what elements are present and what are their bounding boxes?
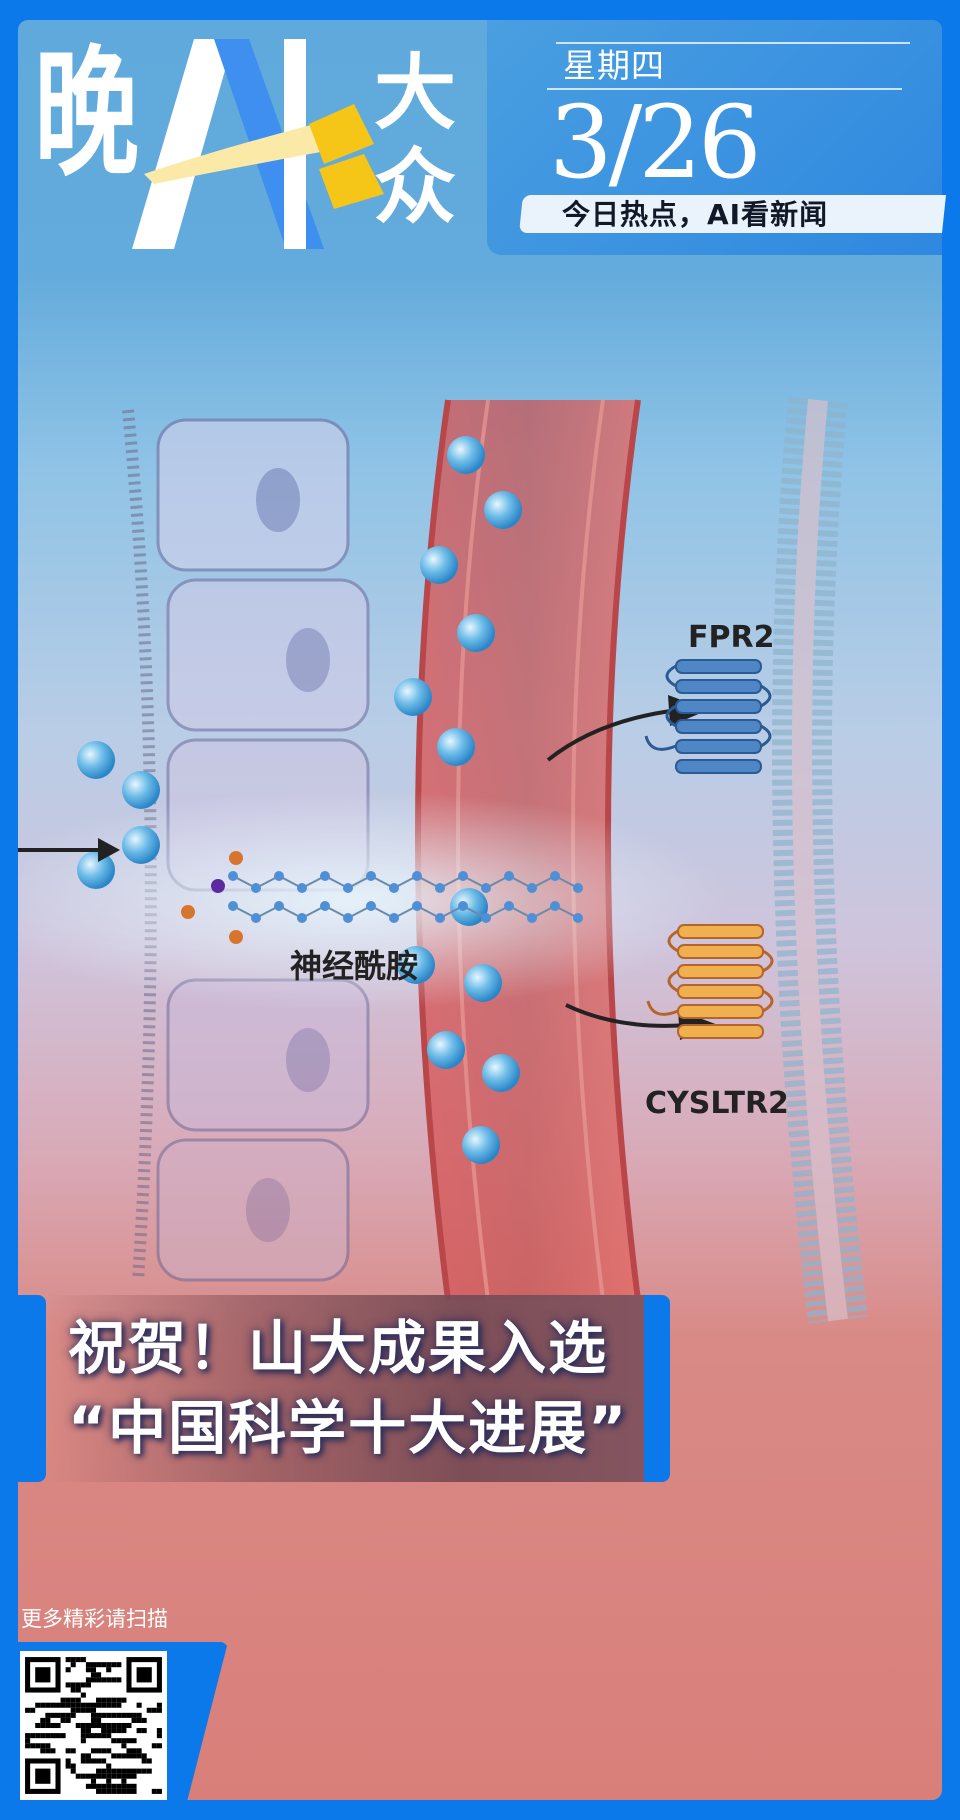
particle — [122, 826, 160, 864]
headline-line-2: “中国科学十大进展” — [68, 1394, 629, 1462]
particle — [397, 946, 435, 984]
particle — [77, 851, 115, 889]
atom — [458, 901, 468, 911]
atom — [229, 851, 243, 865]
particle — [457, 614, 495, 652]
particle — [122, 771, 160, 809]
helix — [677, 984, 764, 999]
divider-top — [556, 42, 910, 44]
ceramide-molecule — [181, 851, 583, 944]
helix — [675, 679, 762, 694]
helix — [677, 1024, 764, 1039]
atom — [389, 883, 399, 893]
headline-accent-right — [644, 1295, 670, 1482]
atom — [527, 913, 537, 923]
tagline: 今日热点，AI看新闻 — [562, 198, 829, 231]
atom — [181, 905, 195, 919]
helix — [675, 719, 762, 734]
atom — [297, 883, 307, 893]
atom — [228, 871, 238, 881]
atom — [412, 901, 422, 911]
atom — [297, 913, 307, 923]
helix — [675, 659, 762, 674]
helix — [675, 699, 762, 714]
helix — [677, 944, 764, 959]
logo-char-wan: 晚 — [34, 32, 140, 196]
atom — [389, 913, 399, 923]
atom — [458, 871, 468, 881]
date: 3/26 — [549, 84, 762, 201]
particle — [420, 546, 458, 584]
helix — [677, 964, 764, 979]
headline-box[interactable]: 祝贺！山大成果入选 “中国科学十大进展” — [0, 1295, 670, 1482]
atom — [229, 930, 243, 944]
helix — [677, 924, 764, 939]
headline-background — [46, 1295, 644, 1482]
fpr2-receptor — [644, 659, 772, 774]
helix — [675, 739, 762, 754]
atom — [550, 901, 560, 911]
logo-ai-mark — [132, 39, 384, 249]
atom — [435, 883, 445, 893]
atom — [527, 883, 537, 893]
particle — [77, 741, 115, 779]
atom — [343, 883, 353, 893]
cysltr2-receptor — [646, 924, 774, 1039]
headline-line-1: 祝贺！山大成果入选 — [68, 1314, 609, 1382]
atom — [274, 901, 284, 911]
atom — [412, 871, 422, 881]
atom — [274, 871, 284, 881]
divider-mid — [547, 88, 902, 90]
particle — [462, 1126, 500, 1164]
particles — [77, 436, 522, 1164]
ceramide-label: 神经酰胺 — [290, 947, 419, 985]
science-illustration — [18, 397, 868, 1324]
logo: 晚 大 众 — [34, 34, 479, 252]
logo-char-da: 大 — [374, 45, 457, 141]
atom — [320, 901, 330, 911]
particle — [464, 964, 502, 1002]
logo-char-zhong: 众 — [374, 139, 457, 235]
atom — [550, 871, 560, 881]
weekday: 星期四 — [563, 46, 665, 85]
epithelial-cells — [122, 409, 370, 1282]
particle — [447, 436, 485, 474]
atom — [435, 913, 445, 923]
glow-band — [18, 790, 728, 1010]
particle — [450, 888, 488, 926]
content-panel: FPR2 CYSLTR2 神经酰胺 — [18, 20, 942, 1800]
atom — [573, 883, 583, 893]
atom — [366, 871, 376, 881]
particle — [484, 491, 522, 529]
headline-accent-left — [0, 1295, 46, 1482]
atom — [251, 913, 261, 923]
atom — [504, 871, 514, 881]
atom — [228, 901, 238, 911]
particle — [427, 1031, 465, 1069]
particle — [394, 678, 432, 716]
helix — [675, 759, 762, 774]
particle — [437, 728, 475, 766]
qr-code-pattern — [25, 1657, 162, 1794]
helix — [677, 1004, 764, 1019]
cysltr2-label: CYSLTR2 — [645, 1086, 789, 1121]
atom — [343, 913, 353, 923]
atom — [320, 871, 330, 881]
atom — [211, 879, 225, 893]
scan-prompt: 更多精彩请扫描 — [21, 1607, 168, 1631]
particle — [482, 1054, 520, 1092]
atom — [251, 883, 261, 893]
fpr2-label: FPR2 — [688, 620, 775, 655]
atom — [481, 913, 491, 923]
atom — [366, 901, 376, 911]
atom — [573, 913, 583, 923]
atom — [504, 901, 514, 911]
cell-membrane — [772, 397, 868, 1324]
atom — [481, 883, 491, 893]
qr-code[interactable] — [20, 1651, 167, 1800]
